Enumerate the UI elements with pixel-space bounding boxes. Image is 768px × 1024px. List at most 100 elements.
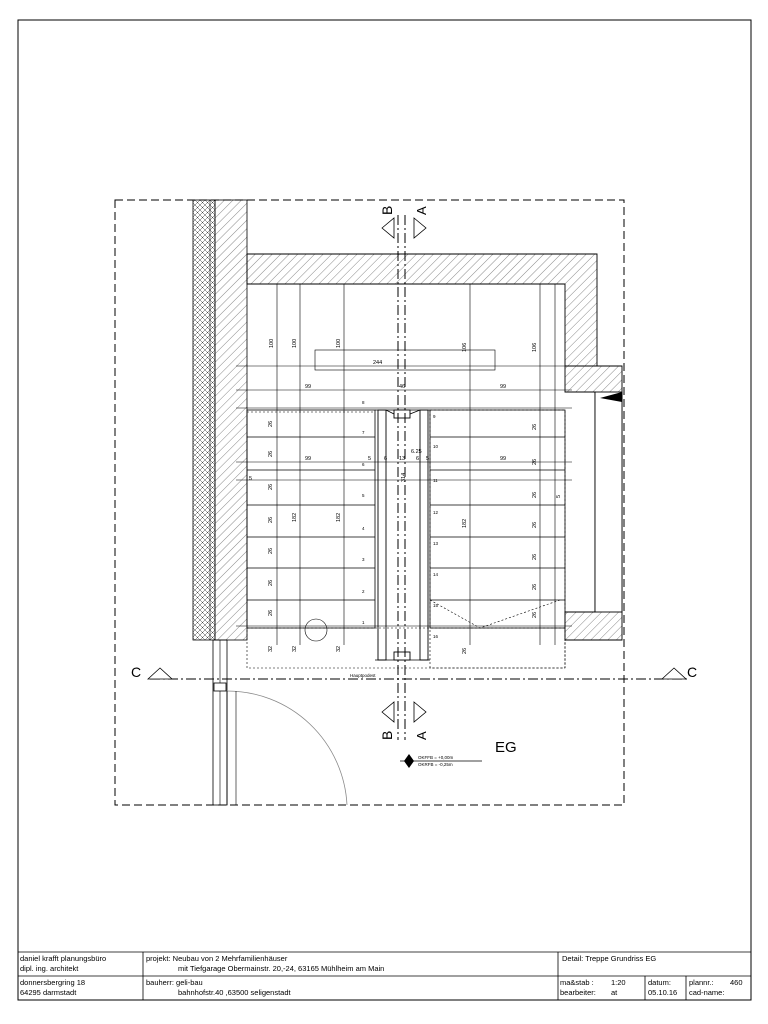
section-b-bottom: B <box>379 731 395 740</box>
run-left-1: 182 <box>292 513 298 522</box>
right-riser-5: 26 <box>532 554 538 560</box>
editor-label: bearbeiter: <box>560 988 596 997</box>
door-swing <box>226 690 348 806</box>
left-landing-1: 32 <box>268 646 274 652</box>
detail-title: Detail: Treppe Grundriss EG <box>562 954 657 963</box>
dimension-lines <box>236 284 572 645</box>
dim-top-4: 106 <box>462 343 468 352</box>
dim-row2-6: 5 <box>426 456 429 462</box>
elevation-2: OKRFB = -0,25m <box>418 762 453 767</box>
right-riser-1: 26 <box>532 424 538 430</box>
left-riser-4: 26 <box>268 517 274 523</box>
right-riser-7: 26 <box>532 612 538 618</box>
dim-row1-2: 46 <box>399 384 405 390</box>
dim-row2-5: 6 <box>416 456 419 462</box>
office-line-4: 64295 darmstadt <box>20 988 77 997</box>
section-triangles <box>146 217 688 723</box>
stair-runs <box>246 409 566 661</box>
run-right: 182 <box>462 519 468 528</box>
step-right-16: 16 <box>433 634 439 639</box>
editor-value: at <box>611 988 618 997</box>
section-labels: B A B A C C <box>131 206 697 740</box>
level-marker: EG OKFFB = +0,00m OKRFB = -0,25m <box>400 739 517 768</box>
step-left-1: 1 <box>362 620 365 625</box>
office-line-1: daniel krafft planungsbüro <box>20 954 107 963</box>
dim-5-left: 5 <box>249 476 252 482</box>
cad-label: cad-name: <box>689 988 725 997</box>
dim-5-right: 5 <box>556 495 562 498</box>
dim-row2-1: 99 <box>305 456 311 462</box>
dimension-texts: 100 100 100 106 106 244 99 46 99 99 5 6 … <box>249 339 562 654</box>
step-right-9: 9 <box>433 414 436 419</box>
left-riser-1: 26 <box>268 421 274 427</box>
section-b-top: B <box>379 206 395 215</box>
office-line-3: donnersbergring 18 <box>20 978 86 987</box>
step-numbers: 8 7 6 5 4 3 2 1 9 10 11 12 13 14 15 16 <box>362 400 439 639</box>
landing-outline <box>246 409 566 669</box>
step-left-8: 8 <box>362 400 365 405</box>
step-left-5: 5 <box>362 493 365 498</box>
level-label: EG <box>495 739 517 756</box>
step-left-2: 2 <box>362 589 365 594</box>
section-a-bottom: A <box>414 731 429 740</box>
section-c-left: C <box>131 664 141 680</box>
walking-line-start <box>304 618 328 642</box>
dim-6-25: 6.25 <box>411 449 422 455</box>
stair-eye <box>377 409 429 661</box>
dim-row2-2: 5 <box>368 456 371 462</box>
plan-value: 460 <box>730 978 743 987</box>
left-wall <box>192 199 248 806</box>
right-riser-4: 26 <box>532 522 538 528</box>
client-line-1: bauherr: geli-bau <box>146 978 203 987</box>
step-right-11: 11 <box>433 478 438 483</box>
section-c-right: C <box>687 664 697 680</box>
scale-value: 1:20 <box>611 978 626 987</box>
left-riser-5: 26 <box>268 548 274 554</box>
section-axes <box>150 215 690 740</box>
left-landing-2: 32 <box>292 646 298 652</box>
step-right-10: 10 <box>433 444 439 449</box>
right-riser-3: 26 <box>532 492 538 498</box>
dim-top-2: 100 <box>292 339 298 348</box>
right-wall <box>564 365 623 641</box>
section-a-top: A <box>414 206 429 215</box>
dim-top-1: 100 <box>269 339 275 348</box>
dim-top-3: 100 <box>336 339 342 348</box>
right-landing: 26 <box>462 648 468 654</box>
step-right-15: 15 <box>433 603 439 608</box>
left-riser-6: 26 <box>268 580 274 586</box>
right-riser-6: 26 <box>532 584 538 590</box>
titleblock-frame <box>18 951 751 1000</box>
step-left-6: 6 <box>362 462 365 467</box>
step-right-12: 12 <box>433 510 439 515</box>
left-riser-7: 26 <box>268 610 274 616</box>
dim-top-5: 106 <box>532 343 538 352</box>
elevation-1: OKFFB = +0,00m <box>418 755 454 760</box>
step-left-3: 3 <box>362 557 365 562</box>
step-right-14: 14 <box>433 572 439 577</box>
office-line-2: dipl. ing. architekt <box>20 964 79 973</box>
right-riser-2: 26 <box>532 459 538 465</box>
left-riser-3: 26 <box>268 484 274 490</box>
dim-row1-1: 99 <box>305 384 311 390</box>
step-right-13: 13 <box>433 541 439 546</box>
date-label: datum: <box>648 978 671 987</box>
run-left-2: 182 <box>336 513 342 522</box>
step-left-7: 7 <box>362 430 365 435</box>
dim-row1-3: 99 <box>500 384 506 390</box>
dim-244: 244 <box>373 360 382 366</box>
date-value: 05.10.16 <box>648 988 678 997</box>
landing-label: Hauptpodest <box>350 673 376 678</box>
dim-row2-7: 99 <box>500 456 506 462</box>
left-landing-3: 32 <box>336 646 342 652</box>
dim-row2-3: 6 <box>384 456 387 462</box>
drawing-boundary <box>114 199 625 806</box>
left-riser-2: 26 <box>268 451 274 457</box>
step-left-4: 4 <box>362 526 365 531</box>
project-line-1: projekt: Neubau von 2 Mehrfamilienhäuser <box>146 954 288 963</box>
client-line-2: bahnhofstr.40 ,63500 seligenstadt <box>178 988 291 997</box>
plan-label: plannr.: <box>689 978 714 987</box>
top-wall <box>246 253 598 367</box>
sheet-frame <box>17 19 752 1001</box>
